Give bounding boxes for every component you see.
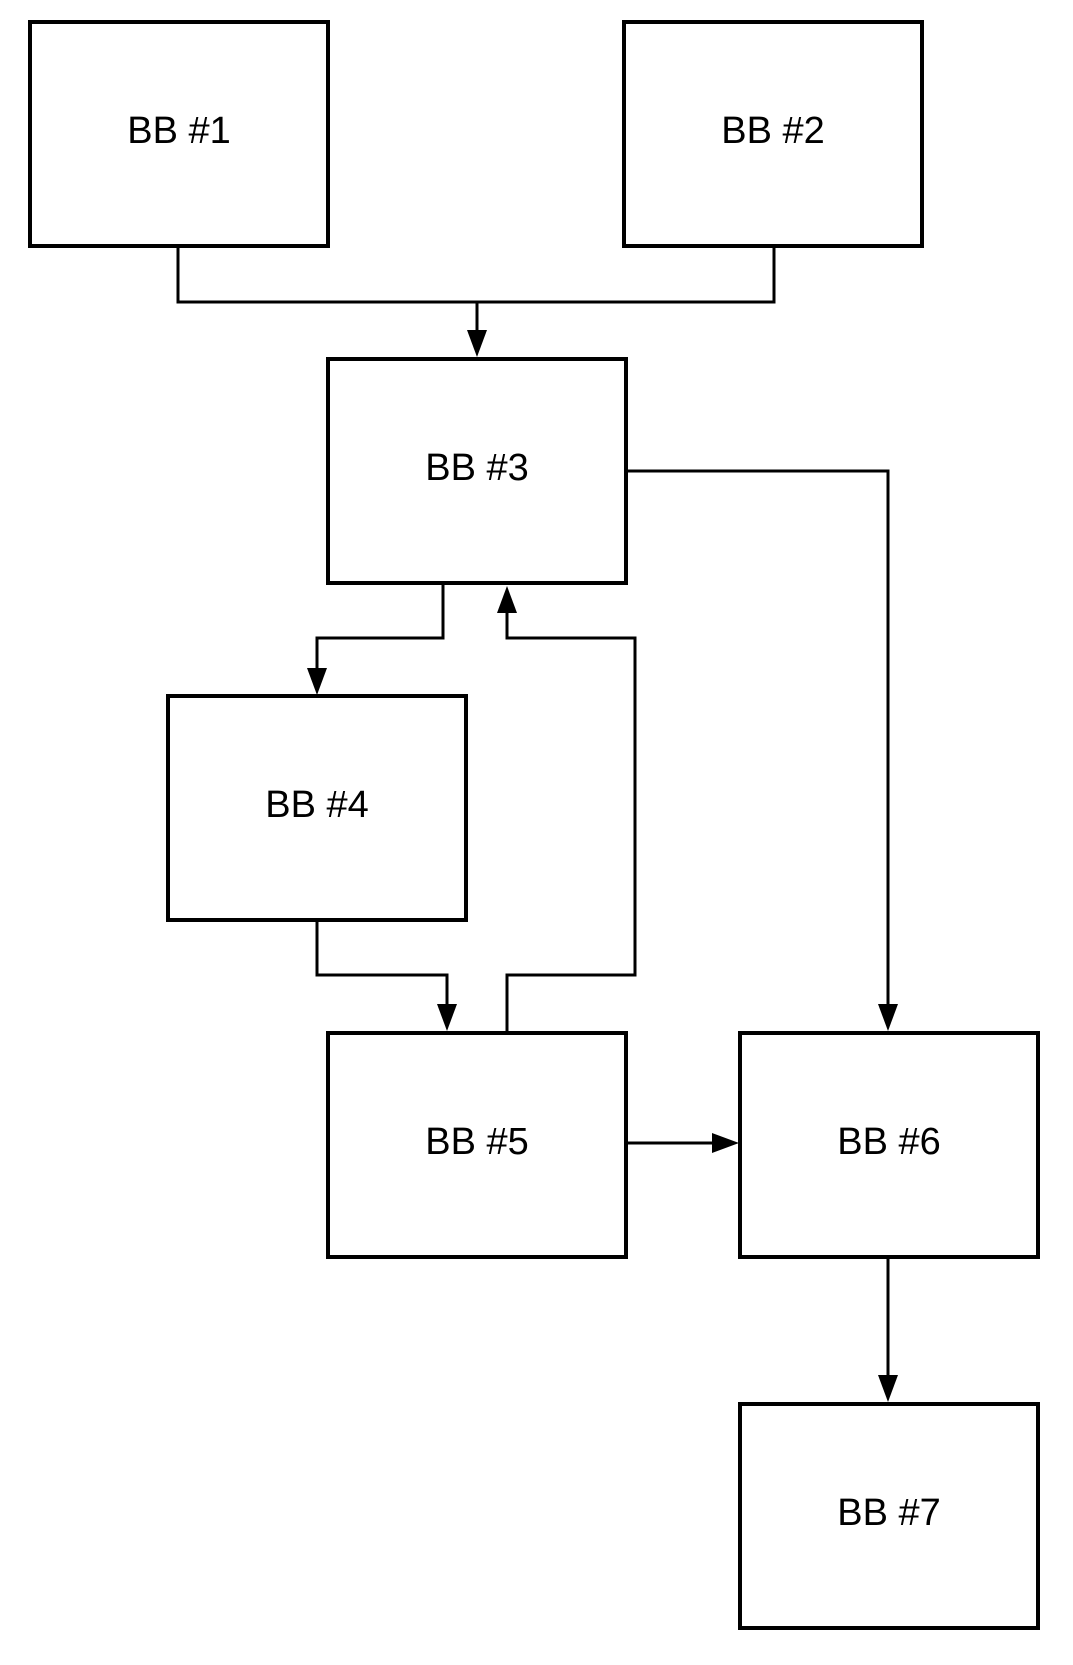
node-bb3-box — [326, 357, 628, 585]
node-bb7: BB #7 — [738, 1402, 1040, 1630]
node-bb5-box — [326, 1031, 628, 1259]
node-bb7-box — [738, 1402, 1040, 1630]
arrowhead-into-bb6-top — [878, 1004, 898, 1031]
node-bb1: BB #1 — [28, 20, 330, 248]
edge-bb4-to-bb5 — [315, 920, 457, 1031]
node-bb3-label: BB #3 — [425, 447, 529, 489]
node-bb4: BB #4 — [166, 694, 468, 922]
node-bb7-label: BB #7 — [837, 1492, 941, 1534]
arrowhead-into-bb3-top — [467, 330, 487, 357]
node-bb2: BB #2 — [622, 20, 924, 248]
node-bb3: BB #3 — [326, 357, 628, 585]
node-bb6: BB #6 — [738, 1031, 1040, 1259]
node-bb2-label: BB #2 — [721, 110, 825, 152]
edge-bb5-to-bb3 — [497, 586, 637, 1031]
node-bb5: BB #5 — [326, 1031, 628, 1259]
node-bb4-box — [166, 694, 468, 922]
arrowhead-into-bb5 — [437, 1004, 457, 1031]
arrowhead-into-bb7 — [878, 1375, 898, 1402]
arrowhead-into-bb4 — [307, 668, 327, 695]
edge-bb6-to-bb7 — [878, 1255, 898, 1402]
node-bb1-label: BB #1 — [127, 110, 231, 152]
arrowhead-into-bb6-left — [712, 1133, 739, 1153]
node-bb6-label: BB #6 — [837, 1121, 941, 1163]
edge-bb3-to-bb6 — [627, 469, 898, 1031]
node-bb1-box — [28, 20, 330, 248]
arrowhead-into-bb3-bottom — [497, 586, 517, 613]
edge-bb3-to-bb4 — [307, 583, 445, 695]
edge-bb5-to-bb6 — [627, 1133, 739, 1153]
edge-bb2-to-bb3 — [467, 246, 776, 357]
node-bb4-label: BB #4 — [265, 784, 369, 826]
node-bb5-label: BB #5 — [425, 1121, 529, 1163]
node-bb2-box — [622, 20, 924, 248]
edges — [176, 246, 898, 1402]
node-bb6-box — [738, 1031, 1040, 1259]
edge-bb1-to-bb3 — [176, 246, 477, 304]
